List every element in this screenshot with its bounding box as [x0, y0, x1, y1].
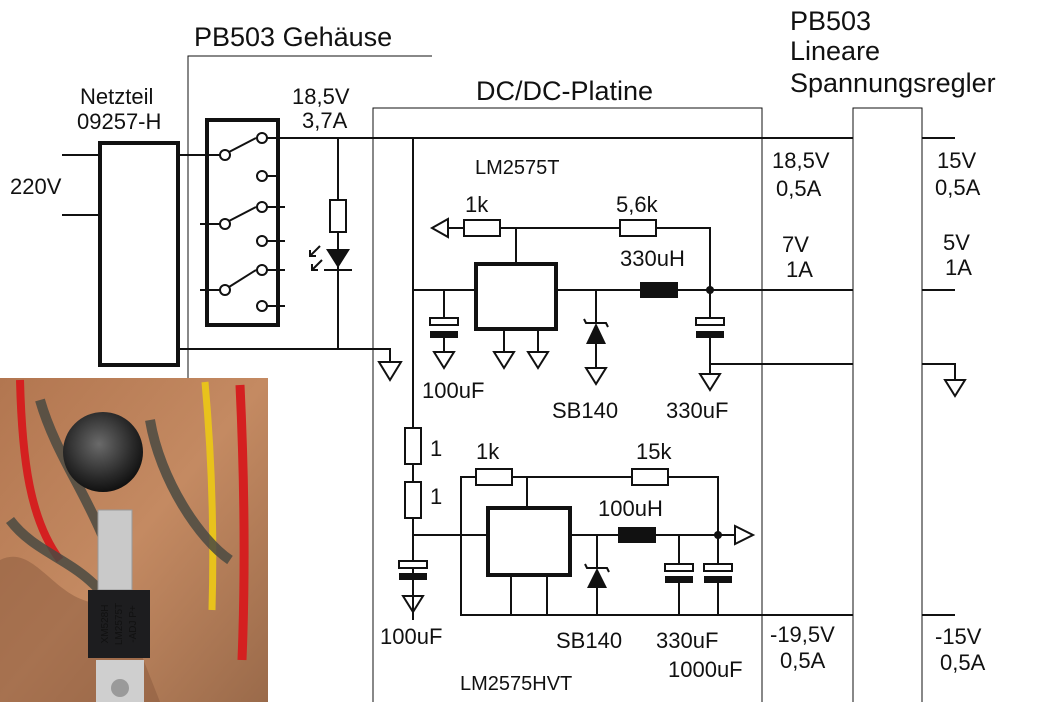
out3-voltage: -15V	[935, 624, 982, 649]
mains-voltage: 220V	[10, 174, 62, 199]
ground-symbol	[377, 361, 403, 382]
out1-current: 0,5A	[935, 175, 981, 200]
case-outline	[187, 55, 432, 383]
inductor-bot-label: 100uH	[598, 496, 663, 521]
diode-top-label: SB140	[552, 398, 618, 423]
power-switch	[205, 118, 280, 327]
series-resistor-1-label: 1	[430, 436, 442, 461]
ic-lm2575hvt	[486, 506, 572, 577]
schottky-diode	[586, 323, 606, 344]
rail2-current: 1A	[786, 257, 813, 282]
indicator-led	[326, 249, 350, 268]
case-title: PB503 Gehäuse	[194, 22, 392, 52]
switch-contacts	[200, 132, 285, 312]
resistor-top-2-label: 5,6k	[616, 192, 659, 217]
rail3-current: 0,5A	[780, 648, 826, 673]
rail1-voltage: 18,5V	[772, 148, 830, 173]
led-light-arrows	[309, 245, 323, 271]
resistor-bot-1-label: 1k	[476, 439, 500, 464]
power-supply-block	[98, 141, 180, 367]
ic-lm2575t	[474, 262, 558, 331]
out2-current: 1A	[945, 255, 972, 280]
out1-voltage: 15V	[937, 148, 976, 173]
dcdc-board-outline	[372, 107, 763, 702]
pcb-photo: XM528H LM2575T -ADJ P+	[0, 378, 268, 702]
cap-bot-out-1-label: 330uF	[656, 628, 718, 653]
linear-regulator-outline	[852, 107, 923, 702]
cap-bot-in-label: 100uF	[380, 624, 442, 649]
ic-top-label: LM2575T	[475, 157, 560, 179]
led-series-resistor	[329, 199, 347, 233]
ic-bottom-label: LM2575HVT	[460, 673, 572, 695]
inductor-330uh	[640, 282, 678, 298]
out3-current: 0,5A	[940, 650, 986, 675]
series-resistor-2-label: 1	[430, 484, 442, 509]
psu-name: Netzteil	[80, 84, 153, 109]
regulator-title-line3: Spannungsregler	[790, 68, 996, 98]
rail3-voltage: -19,5V	[770, 622, 835, 647]
input-current: 3,7A	[302, 108, 348, 133]
chip-marking-2: LM2575T	[114, 603, 125, 645]
chip-marking-1: XM528H	[100, 605, 111, 644]
cap-bot-out-2-label: 1000uF	[668, 657, 743, 682]
regulator-title-line1: PB503	[790, 6, 871, 36]
input-voltage: 18,5V	[292, 84, 350, 109]
inductor-100uh	[618, 527, 656, 543]
diode-bot-label: SB140	[556, 628, 622, 653]
cap-top-out-label: 330uF	[666, 398, 728, 423]
cap-top-in-label: 100uF	[422, 378, 484, 403]
rail1-current: 0,5A	[776, 176, 822, 201]
regulator-title-line2: Lineare	[790, 36, 880, 66]
inductor-top-label: 330uH	[620, 246, 685, 271]
chip-marking-3: -ADJ P+	[128, 605, 139, 643]
out2-voltage: 5V	[943, 230, 970, 255]
rail2-voltage: 7V	[782, 232, 809, 257]
psu-model: 09257-H	[77, 109, 161, 134]
board-title: DC/DC-Platine	[476, 76, 653, 106]
resistor-top-1-label: 1k	[465, 192, 489, 217]
resistor-bot-2-label: 15k	[636, 439, 672, 464]
